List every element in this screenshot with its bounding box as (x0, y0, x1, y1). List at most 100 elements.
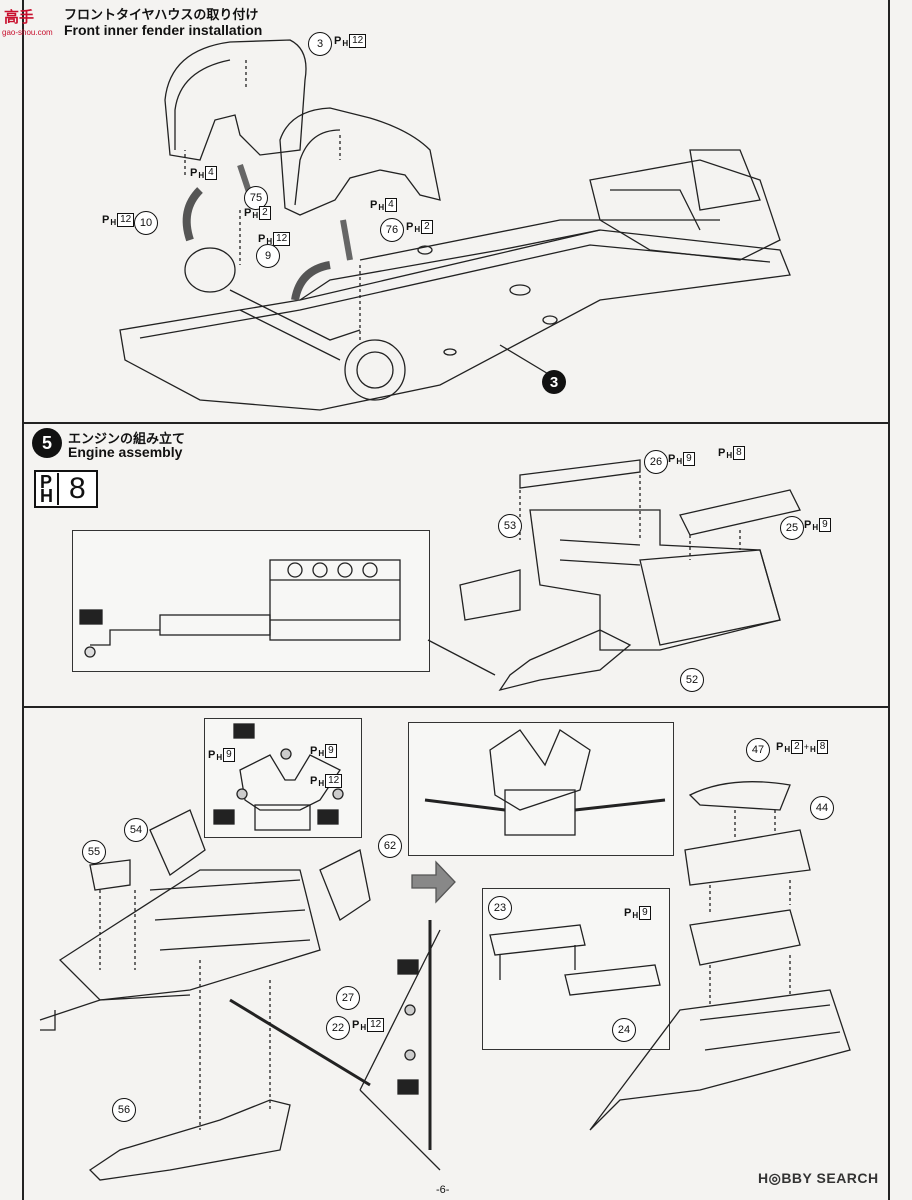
ph-sub: H (342, 38, 349, 48)
page-number: -6- (436, 1184, 450, 1196)
ph-sub: H (216, 752, 223, 762)
paint-code: 12 (117, 213, 135, 227)
paint-code: 12 (273, 232, 291, 246)
ph-prefix: P (352, 1019, 360, 1031)
ph-sub: H (40, 486, 53, 506)
ph-sub: H (266, 236, 273, 246)
ph-sub: H (676, 456, 683, 466)
engine-title-en: Engine assembly (68, 444, 183, 460)
engine-assembly-illustration (79, 459, 801, 692)
part-23-label: 23 (488, 896, 512, 920)
ph-prefix: P (40, 472, 53, 492)
ph-sub: H (632, 910, 639, 920)
ph-prefix: P (310, 775, 318, 787)
paint-code: 2 (421, 220, 433, 234)
paint-code: 9 (639, 906, 651, 920)
ph-sub: H (414, 224, 421, 234)
part-62-label: 62 (378, 834, 402, 858)
site-logo-url: gao-shou.com (2, 28, 53, 37)
ph-sub: H (378, 202, 385, 212)
part-75-label: 75 (244, 186, 268, 210)
front-fender-title-en: Front inner fender installation (64, 22, 263, 38)
paint-code: 8 (816, 740, 829, 754)
part-22-label: 22 (326, 1016, 350, 1040)
paint-code: 12 (367, 1018, 385, 1032)
part-24-label: 24 (612, 1018, 636, 1042)
part-52-label: 52 (680, 668, 704, 692)
part-56-label: 56 (112, 1098, 136, 1122)
paint-code: 12 (325, 774, 343, 788)
ph-sub: H (726, 450, 733, 460)
part-10-label: 10 (134, 211, 158, 235)
paint-code: 12 (349, 34, 367, 48)
ph-prefix: P (624, 907, 632, 919)
ph-sub: H (110, 217, 117, 227)
left-border (22, 0, 24, 1200)
detail-box-engine-front (408, 722, 674, 856)
ph-prefix: P (310, 745, 318, 757)
ph-sub: H (318, 778, 325, 788)
part-27-label: 27 (336, 986, 360, 1010)
ph-prefix: P (258, 233, 266, 245)
ph-sub: H (784, 744, 791, 754)
ph-prefix: P (190, 167, 198, 179)
ph-prefix: P (406, 221, 414, 233)
paint-code: 2 (259, 206, 271, 220)
part-26-label: 26 (644, 450, 668, 474)
paint-code: 2 (791, 740, 803, 754)
ph-prefix: P (668, 453, 676, 465)
ph-prefix: P (334, 35, 342, 47)
section-divider-1 (22, 422, 890, 424)
ph-prefix: P (776, 741, 784, 753)
engine-detail-illustration (39, 723, 851, 1181)
part-76-label: 76 (380, 218, 404, 242)
ph-sub: H (812, 522, 819, 532)
part-44-label: 44 (810, 796, 834, 820)
engine-title-jp: エンジンの組み立て (68, 431, 186, 446)
part-25-label: 25 (780, 516, 804, 540)
step-3-marker: 3 (542, 370, 566, 394)
paint-code: 8 (733, 446, 745, 460)
step-5-badge: 5 (32, 428, 62, 458)
ph-prefix: P (718, 447, 726, 459)
paint-code: 9 (819, 518, 831, 532)
ph-prefix: P (102, 214, 110, 226)
paint-code: 9 (683, 452, 695, 466)
ph-prefix: P (244, 207, 252, 219)
ph-sub: H (198, 170, 205, 180)
section-divider-2 (22, 706, 890, 708)
ph-sub: H (252, 210, 259, 220)
paint-code: 4 (205, 166, 217, 180)
ph-prefix: P (370, 199, 378, 211)
detail-box-intake (482, 888, 670, 1050)
combo-plus: + (803, 742, 809, 752)
site-logo: 高手 (4, 9, 35, 26)
part-9-label: 9 (256, 244, 280, 268)
part-53-label: 53 (498, 514, 522, 538)
detail-box-transmission (72, 530, 430, 672)
chassis-illustration (119, 39, 791, 411)
front-fender-title-jp: フロントタイヤハウスの取り付け (64, 7, 259, 22)
part-54-label: 54 (124, 818, 148, 842)
part-55-label: 55 (82, 840, 106, 864)
combo-h: H (809, 744, 816, 754)
hobbysearch-watermark: H◎BBY SEARCH (758, 1170, 879, 1186)
paint-code: 4 (385, 198, 397, 212)
